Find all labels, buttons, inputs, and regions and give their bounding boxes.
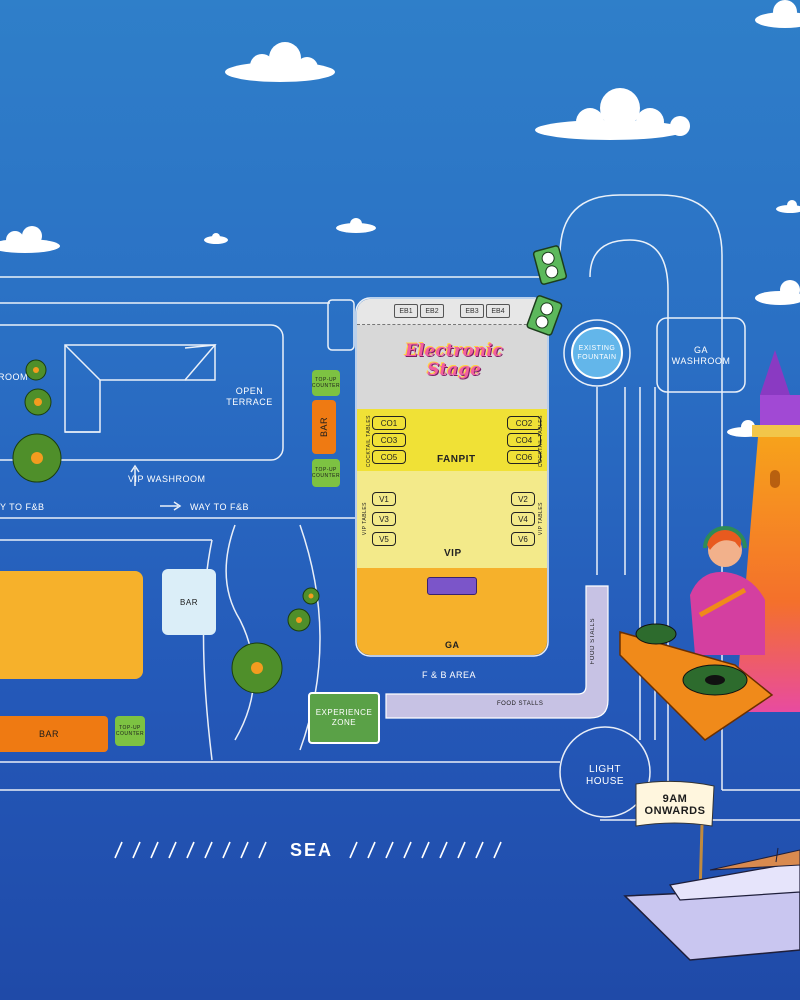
eb2-box[interactable]: EB2 xyxy=(420,304,444,318)
light-house-label[interactable]: LIGHT HOUSE xyxy=(585,764,625,787)
table-v5[interactable]: V5 xyxy=(372,532,396,546)
cloud-icons xyxy=(0,0,800,437)
sea-label: SEA xyxy=(290,840,334,860)
topup-counter-left[interactable]: TOP-UP COUNTER xyxy=(115,716,145,746)
eb-strip xyxy=(357,299,547,325)
table-co6[interactable]: CO6 xyxy=(507,450,541,464)
table-v2[interactable]: V2 xyxy=(511,492,535,506)
eb4-box[interactable]: EB4 xyxy=(486,304,510,318)
table-v6[interactable]: V6 xyxy=(511,532,535,546)
vip-tables-right-label: VIP TABLES xyxy=(538,502,544,536)
ga-label: GA xyxy=(445,640,460,650)
way-to-fb-left-label: Y TO F&B xyxy=(0,502,45,512)
vip-washroom-label: VIP WASHROOM xyxy=(128,474,206,484)
topup-counter-upper[interactable]: TOP-UP COUNTER xyxy=(312,370,340,396)
table-co5[interactable]: CO5 xyxy=(372,450,406,464)
bar-white[interactable]: BAR xyxy=(162,569,216,635)
table-co2[interactable]: CO2 xyxy=(507,416,541,430)
vip-label: VIP xyxy=(444,548,462,559)
table-v4[interactable]: V4 xyxy=(511,512,535,526)
flag-label: 9AM ONWARDS xyxy=(644,793,706,817)
table-co4[interactable]: CO4 xyxy=(507,433,541,447)
bar-orange-vertical-label: BAR xyxy=(319,416,329,437)
ga-washroom-label[interactable]: GA WASHROOM xyxy=(671,345,731,366)
vip-tables-left-label: VIP TABLES xyxy=(362,502,368,536)
eb1-box[interactable]: EB1 xyxy=(394,304,418,318)
table-co1[interactable]: CO1 xyxy=(372,416,406,430)
food-stalls-vertical-label[interactable]: FOOD STALLS xyxy=(590,618,596,665)
fanpit-zone[interactable] xyxy=(357,409,547,471)
f-b-area-label: F & B AREA xyxy=(422,670,477,680)
food-stalls-horizontal-label[interactable]: FOOD STALLS xyxy=(497,701,544,707)
table-v1[interactable]: V1 xyxy=(372,492,396,506)
stage-title: Electronic Stage xyxy=(405,341,503,380)
experience-zone[interactable]: EXPERIENCE ZONE xyxy=(308,692,380,744)
table-co3[interactable]: CO3 xyxy=(372,433,406,447)
bar-left[interactable]: BAR xyxy=(0,716,108,752)
topup-counter-lower[interactable]: TOP-UP COUNTER xyxy=(312,459,340,487)
open-terrace-label: OPEN TERRACE xyxy=(226,386,273,407)
existing-fountain[interactable]: EXISTING FOUNTAIN xyxy=(571,327,623,379)
room-label: ROOM xyxy=(0,372,28,382)
vip-zone[interactable] xyxy=(357,471,547,568)
table-v3[interactable]: V3 xyxy=(372,512,396,526)
eb3-box[interactable]: EB3 xyxy=(460,304,484,318)
fanpit-label: FANPIT xyxy=(437,454,476,465)
foh-booth[interactable] xyxy=(427,577,477,595)
left-orange-area[interactable] xyxy=(0,571,143,679)
bar-orange-vertical[interactable]: BAR xyxy=(312,400,336,454)
way-to-fb-label: WAY TO F&B xyxy=(190,502,250,512)
